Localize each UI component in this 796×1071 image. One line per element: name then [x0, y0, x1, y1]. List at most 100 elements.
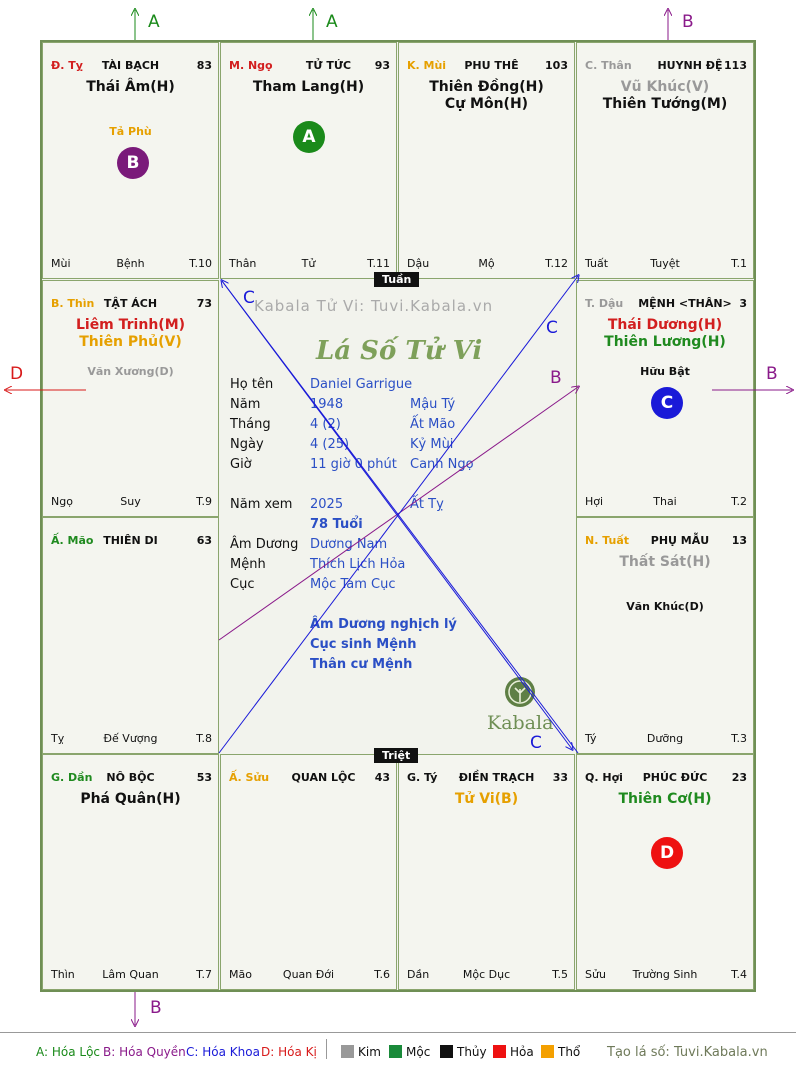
main-star: Thiên Tướng(M) [602, 96, 728, 112]
cell-stars: Tử Vi(B) [399, 791, 574, 808]
cell-bottom-left: Hợi [585, 495, 604, 508]
label-c-3: C [530, 733, 542, 753]
minor-star: Hữu Bật [640, 365, 690, 378]
cell-can-chi: N. Tuất [585, 534, 630, 547]
swatch-moc-icon [389, 1045, 402, 1058]
cell-bottom-center: Bệnh [116, 257, 145, 270]
cell-palace: HUYNH ĐỆ [657, 59, 723, 72]
cell-number: 73 [196, 297, 212, 310]
cell-bottom-right: T.5 [552, 968, 568, 981]
cell-palace: PHỤ MẪU [650, 534, 710, 547]
cell-bottom-center: Quan Đới [282, 968, 335, 981]
hoa-badge: A [293, 121, 325, 153]
cell-than-monkey[interactable]: C. Thân HUYNH ĐỆ 113 Vũ Khúc(V) Thiên Tư… [576, 42, 754, 279]
legend-thuy-label: Thủy [457, 1045, 487, 1059]
cell-mui-goat[interactable]: K. Mùi PHU THÊ 103 Thiên Đồng(H) Cự Môn(… [398, 42, 575, 279]
main-star: Thiên Cơ(H) [618, 791, 712, 807]
cell-number: 93 [374, 59, 390, 72]
value-nam-xem: 2025 [310, 497, 344, 512]
chart-title: Lá Số Tử Vi [316, 336, 483, 366]
cell-palace: QUAN LỘC [291, 771, 356, 784]
main-star: Thiên Phủ(V) [79, 334, 182, 350]
value-tuoi: 78 Tuổi [310, 517, 363, 532]
cell-stars: Vũ Khúc(V) Thiên Tướng(M) [577, 79, 753, 113]
cell-ty-snake[interactable]: Đ. Tỵ TÀI BẠCH 83 Thái Âm(H) Tả Phù B Mù… [42, 42, 219, 279]
cell-palace: TỬ TỨC [305, 59, 352, 72]
value-thang: 4 (2) [310, 417, 341, 432]
main-star: Thái Âm(H) [86, 79, 175, 95]
cell-number: 33 [552, 771, 568, 784]
label-menh: Mệnh [230, 557, 266, 572]
cell-palace: TÀI BẠCH [101, 59, 160, 72]
swatch-kim-icon [341, 1045, 354, 1058]
cell-bottom-left: Dậu [407, 257, 430, 270]
label-d-1: D [10, 364, 24, 384]
cell-bottom-left: Mùi [51, 257, 71, 270]
label-c-2: C [546, 318, 558, 338]
cell-can-chi: M. Ngọ [229, 59, 273, 72]
cell-ngo-horse[interactable]: M. Ngọ TỬ TỨC 93 Tham Lang(H) A Thân Tử … [220, 42, 397, 279]
legend-tho: Thổ [541, 1045, 580, 1059]
value-cuc: Mộc Tam Cục [310, 577, 396, 592]
cell-number: 63 [196, 534, 212, 547]
cell-palace: NÔ BỘC [106, 771, 155, 784]
cell-dan-tiger[interactable]: G. Dần NÔ BỘC 53 Phá Quân(H) Thìn Lâm Qu… [42, 754, 219, 990]
cell-bottom-center: Đế Vượng [103, 732, 158, 745]
value-ngay-can: Kỷ Mùi [410, 437, 454, 452]
legend-divider [326, 1039, 327, 1059]
cell-stars: Thất Sát(H) [577, 554, 753, 571]
cell-can-chi: Q. Hợi [585, 771, 623, 784]
cell-bottom-center: Dưỡng [646, 732, 684, 745]
label-ho-ten: Họ tên [230, 377, 274, 392]
main-star: Vũ Khúc(V) [620, 79, 710, 95]
kabala-logo: Kabala [487, 676, 553, 734]
cell-palace: PHU THÊ [464, 59, 519, 72]
logo-text: Kabala [487, 712, 554, 734]
cell-ty-rat[interactable]: G. Tý ĐIỀN TRẠCH 33 Tử Vi(B) Dần Mộc Dục… [398, 754, 575, 990]
cell-palace: ĐIỀN TRẠCH [458, 771, 535, 784]
cell-can-chi: B. Thìn [51, 297, 95, 310]
cell-palace: THIÊN DI [103, 534, 158, 547]
cell-bottom-left: Dần [407, 968, 430, 981]
cell-dau-rooster[interactable]: T. Dậu MỆNH <THÂN> 3 Thái Dương(H) Thiên… [576, 280, 754, 517]
main-star: Thất Sát(H) [619, 554, 711, 570]
minor-star: Văn Khúc(D) [626, 600, 704, 613]
cell-bottom-right: T.12 [545, 257, 568, 270]
cell-number: 53 [196, 771, 212, 784]
cell-stars: Liêm Trinh(M) Thiên Phủ(V) [43, 317, 218, 351]
cell-number: 13 [731, 534, 747, 547]
cell-thin-dragon[interactable]: B. Thìn TẬT ÁCH 73 Liêm Trinh(M) Thiên P… [42, 280, 219, 517]
value-menh: Thích Lịch Hỏa [310, 557, 406, 572]
cell-bottom-center: Suy [120, 495, 141, 508]
legend-kim-label: Kim [358, 1045, 381, 1059]
label-ngay: Ngày [230, 437, 264, 452]
cell-bottom-right: T.3 [731, 732, 747, 745]
cell-bottom-left: Tuất [585, 257, 609, 270]
cell-stars: Tham Lang(H) [221, 79, 396, 96]
label-b-1: B [682, 12, 694, 32]
cell-can-chi: Đ. Tỵ [51, 59, 83, 72]
value-nam-xem-can: Ất Tỵ [410, 497, 444, 512]
hoa-badge: D [651, 837, 683, 869]
cell-hoi-pig[interactable]: Q. Hợi PHÚC ĐỨC 23 Thiên Cơ(H) D Sửu Trư… [576, 754, 754, 990]
cell-stars: Thiên Cơ(H) [577, 791, 753, 808]
legend-tho-label: Thổ [558, 1045, 581, 1059]
site-link[interactable]: Tạo lá số: Tuvi.Kabala.vn [607, 1045, 768, 1060]
legend-hoa-label: Hỏa [510, 1045, 534, 1059]
legend-moc-label: Mộc [406, 1045, 431, 1059]
cell-bottom-right: T.4 [731, 968, 747, 981]
cell-suu-buffalo[interactable]: Ấ. Sửu QUAN LỘC 43 Mão Quan Đới T.6 [220, 754, 397, 990]
cell-palace: PHÚC ĐỨC [642, 771, 708, 784]
watermark-text: Kabala Tử Vi: Tuvi.Kabala.vn [254, 297, 494, 315]
cell-bottom-left: Thìn [51, 968, 75, 981]
cell-bottom-right: T.6 [374, 968, 390, 981]
cell-bottom-center: Trường Sinh [632, 968, 698, 981]
main-star: Tử Vi(B) [454, 791, 519, 807]
cell-mao-cat[interactable]: Ấ. Mão THIÊN DI 63 Tỵ Đế Vượng T.8 [42, 517, 219, 754]
cell-tuat-dog[interactable]: N. Tuất PHỤ MẪU 13 Thất Sát(H) Văn Khúc(… [576, 517, 754, 754]
note-cuc-sinh-menh: Cục sinh Mệnh [310, 637, 417, 652]
swatch-hoa-icon [493, 1045, 506, 1058]
cell-can-chi: G. Tý [407, 771, 438, 784]
value-ngay: 4 (25) [310, 437, 350, 452]
label-nam-xem: Năm xem [230, 497, 293, 512]
